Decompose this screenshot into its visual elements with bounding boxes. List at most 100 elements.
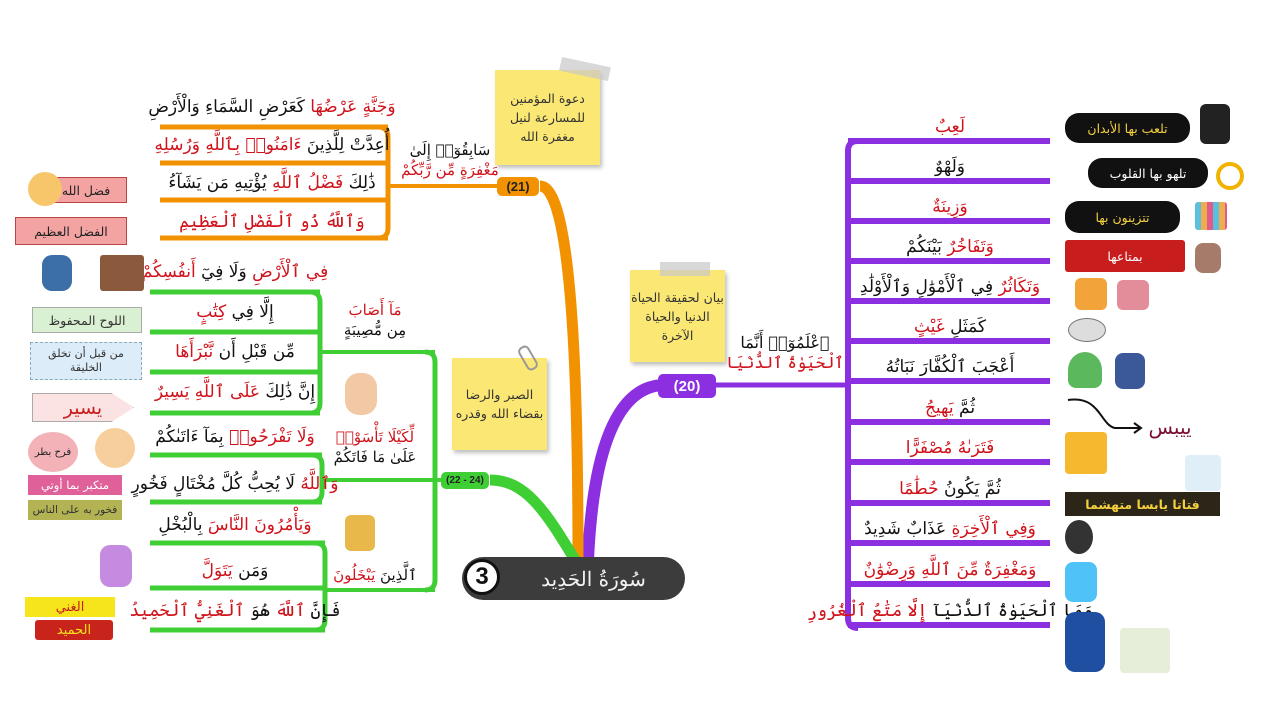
bow-icon (28, 172, 62, 206)
purple-verse-row: فَتَرَىٰهُ مُصْفَرًّا (906, 437, 994, 459)
verse-segment: أَنفُسِكُمْ (141, 262, 196, 282)
tag-adorn: تتزينون بها (1065, 201, 1180, 233)
green-node-stingy: ٱلَّذِينَ يَبْخَلُونَ (333, 565, 417, 585)
sunglasses-face-icon (95, 428, 135, 468)
money-bag-icon (1117, 280, 1149, 310)
verse-segment: وَٱللَّهُ ذُو ٱلْفَضْلِ ٱلْعَظِيمِ (179, 212, 365, 232)
tag-amuse: تلهو بها القلوب (1088, 158, 1208, 188)
verse-segment: فِي ٱلْأَمْوَٰلِ وَٱلْأَوْلَٰدِ (859, 277, 999, 297)
green-verse-row: فَإِنَّ ٱللَّهَ هُوَ ٱلْغَنِيُّ ٱلْحَمِي… (130, 600, 341, 622)
family-icon (1200, 104, 1230, 144)
lesson-number: 3 (464, 559, 500, 595)
verse-segment: ٱللَّهَ (275, 601, 306, 621)
purple-verse-row: ثُمَّ يَهِيجُ (925, 397, 975, 419)
raised-hand-icon (1195, 243, 1221, 273)
dry-land-icon (100, 255, 144, 291)
crowd-celebrate-icon (1075, 278, 1107, 310)
verse-segment: يُؤْتِيهِ مَن يَشَآءُ (168, 173, 273, 193)
purple-verse-row: وَفِي ٱلْأَخِرَةِ عَذَابٌ شَدِيدٌ (864, 518, 1036, 540)
purple-verse-row: أَعْجَبَ ٱلْكُفَّارَ نَبَاتُهُ (886, 356, 1015, 378)
purple-verse-row: وَلَهْوٌ (935, 156, 965, 178)
verse-segment: إِلَّا مَتَٰعُ ٱلْغُرُورِ (806, 601, 928, 621)
verse-segment: بِالْبُخْلِ (158, 515, 208, 535)
verse-segment: ثُمَّ (953, 398, 976, 418)
verse-segment: كَعَرْضِ السَّمَاءِ وَالْأَرْضِ (148, 97, 311, 117)
verse-segment: نَّبْرَأَهَا (175, 342, 214, 362)
verse-segment: عَلَىٰ مَا فَاتَكُمْ (333, 448, 417, 466)
tag-praised: الحميد (35, 620, 113, 640)
tape-icon (660, 262, 710, 276)
verse-segment: فَإِنَّ (305, 601, 341, 621)
green-verse-row: وَٱللَّهُ لَا يُحِبُّ كُلَّ مُخْتَالٍ فَ… (131, 473, 338, 495)
green-node-grieve: لِّكَيْلَا تَأْسَوْا۟ عَلَىٰ مَا فَاتَكُم… (334, 427, 417, 467)
verse-21-label: (21) (497, 177, 539, 196)
verse-segment: سَابِقُوٓا۟ إِلَىٰ (409, 141, 491, 159)
verse-segment: بِمَآ ءَاتَىٰكُمْ (155, 427, 230, 447)
verse-22-24-label: (22 - 24) (441, 472, 489, 489)
verse-segment: وَمَغْفِرَةٌ مِّنَ ٱللَّهِ وَرِضْوَٰنٌ (863, 560, 1037, 580)
tag-preserved-tablet: اللوح المحفوظ (32, 307, 142, 333)
tag-goods: بمتاعها (1065, 240, 1185, 272)
verse-segment: وَتَفَاخُرٌ (947, 237, 994, 257)
verse-segment: يَهِيجُ (924, 398, 954, 418)
verse-segment: إِنَّ ذَٰلِكَ (259, 382, 316, 402)
verse-segment: ٱلْغَنِيُّ ٱلْحَمِيدُ (129, 601, 245, 621)
verse-segment: مَآ أَصَابَ (348, 301, 402, 319)
verse-segment: كِتَٰبٍ (196, 302, 227, 322)
purple-verse-row: كَمَثَلِ غَيْثٍ (914, 316, 986, 338)
verse-segment: وَتَكَاثُرٌ (998, 277, 1041, 297)
farmer-icon (1115, 353, 1145, 389)
tag-boastful: فخور به على الناس (28, 500, 122, 520)
note-text: بيان لحقيقة الحياة الدنيا والحياة الآخرة (631, 289, 724, 343)
verse-segment: غَيْثٍ (913, 317, 945, 337)
verse-segment: وَجَنَّةٍ عَرْضُهَا (310, 97, 396, 117)
verse-segment: عَلَى ٱللَّهِ يَسِيرٌ (154, 382, 260, 402)
headphones-heart-icon (1216, 162, 1244, 190)
verse-segment: يَبْخَلُونَ (333, 566, 376, 584)
verse-segment: وَيَأْمُرُونَ النَّاسَ (207, 515, 312, 535)
green-verse-row: وَيَأْمُرُونَ النَّاسَ بِالْبُخْلِ (158, 514, 311, 536)
verse-segment: أَعْجَبَ ٱلْكُفَّارَ نَبَاتُهُ (885, 357, 1015, 377)
verse-segment: يَتَوَلَّ (201, 561, 233, 581)
verse-segment: مِّن قَبْلِ أَن (213, 342, 295, 362)
purple-verse-row: وَزِينَةٌ (932, 196, 967, 218)
verse-segment: مَغْفِرَةٍ مِّن رَّبِّكُمْ (401, 161, 499, 179)
note-text: الصبر والرضا بقضاء الله وقدره (455, 387, 544, 421)
verse-segment: لِّكَيْلَا تَأْسَوْا۟ (335, 428, 415, 446)
sticky-note-orange: دعوة المؤمنين للمسارعة لنيل مغفرة الله (495, 70, 600, 165)
stop-hand-person-icon (100, 545, 132, 587)
distressed-head-icon (1065, 520, 1093, 554)
verse-segment: وَلَا تَفْرَحُوا۟ (229, 427, 315, 447)
purple-verse-row: ثُمَّ يَكُونُ حُطَٰمًا (899, 478, 1001, 500)
bunting-icon (1195, 202, 1227, 230)
green-verse-row: وَلَا تَفْرَحُوا۟ بِمَآ ءَاتَىٰكُمْ (155, 426, 315, 448)
tag-proud-given: متكبر بما أوتي (28, 475, 122, 495)
cheering-person-icon (1065, 562, 1097, 602)
verse-segment: وَمَا ٱلْحَيَوٰةُ ٱلدُّنْيَآ (927, 601, 1094, 621)
green-verse-row: إِلَّا فِي كِتَٰبٍ (196, 301, 273, 323)
tag-crumble: فتاتا يابسا متهشما (1065, 492, 1220, 516)
verse-segment: فَتَرَىٰهُ مُصْفَرًّا (905, 438, 995, 458)
surah-title-node: 3 سُورَةُ الحَدِيد (462, 557, 685, 600)
note-text: دعوة المؤمنين للمسارعة لنيل مغفرة الله (509, 91, 586, 144)
green-verse-row: مِّن قَبْلِ أَن نَّبْرَأَهَا (175, 341, 295, 363)
verse-segment: كَمَثَلِ (944, 317, 987, 337)
green-verse-row: إِنَّ ذَٰلِكَ عَلَى ٱللَّهِ يَسِيرٌ (155, 381, 315, 403)
verse-segment: فَضْلُ ٱللَّهِ (272, 173, 344, 193)
verse-segment: إِلَّا فِي (226, 302, 274, 322)
verse-segment: مِن مُّصِيبَةٍ (343, 321, 407, 339)
orange-verse-row: أُعِدَّتْ لِلَّذِينَ ءَامَنُوا۟ بِٱللَّه… (155, 134, 390, 156)
sad-person-icon (345, 373, 377, 415)
verse-segment: وَزِينَةٌ (932, 197, 968, 217)
academy-logo (1120, 628, 1170, 673)
sprout-icon (1068, 352, 1102, 388)
tag-play: تلعب بها الأبدان (1065, 113, 1190, 143)
verse-segment: ءَامَنُوا۟ بِٱللَّهِ وَرُسُلِهِ (154, 135, 302, 155)
verse-segment: وَفِي ٱلْأَخِرَةِ (951, 519, 1036, 539)
clutching-money-icon (345, 515, 375, 551)
green-trunk (489, 474, 580, 563)
verse-segment: عَذَابٌ شَدِيدٌ (864, 519, 952, 539)
purple-trunk (582, 379, 666, 561)
